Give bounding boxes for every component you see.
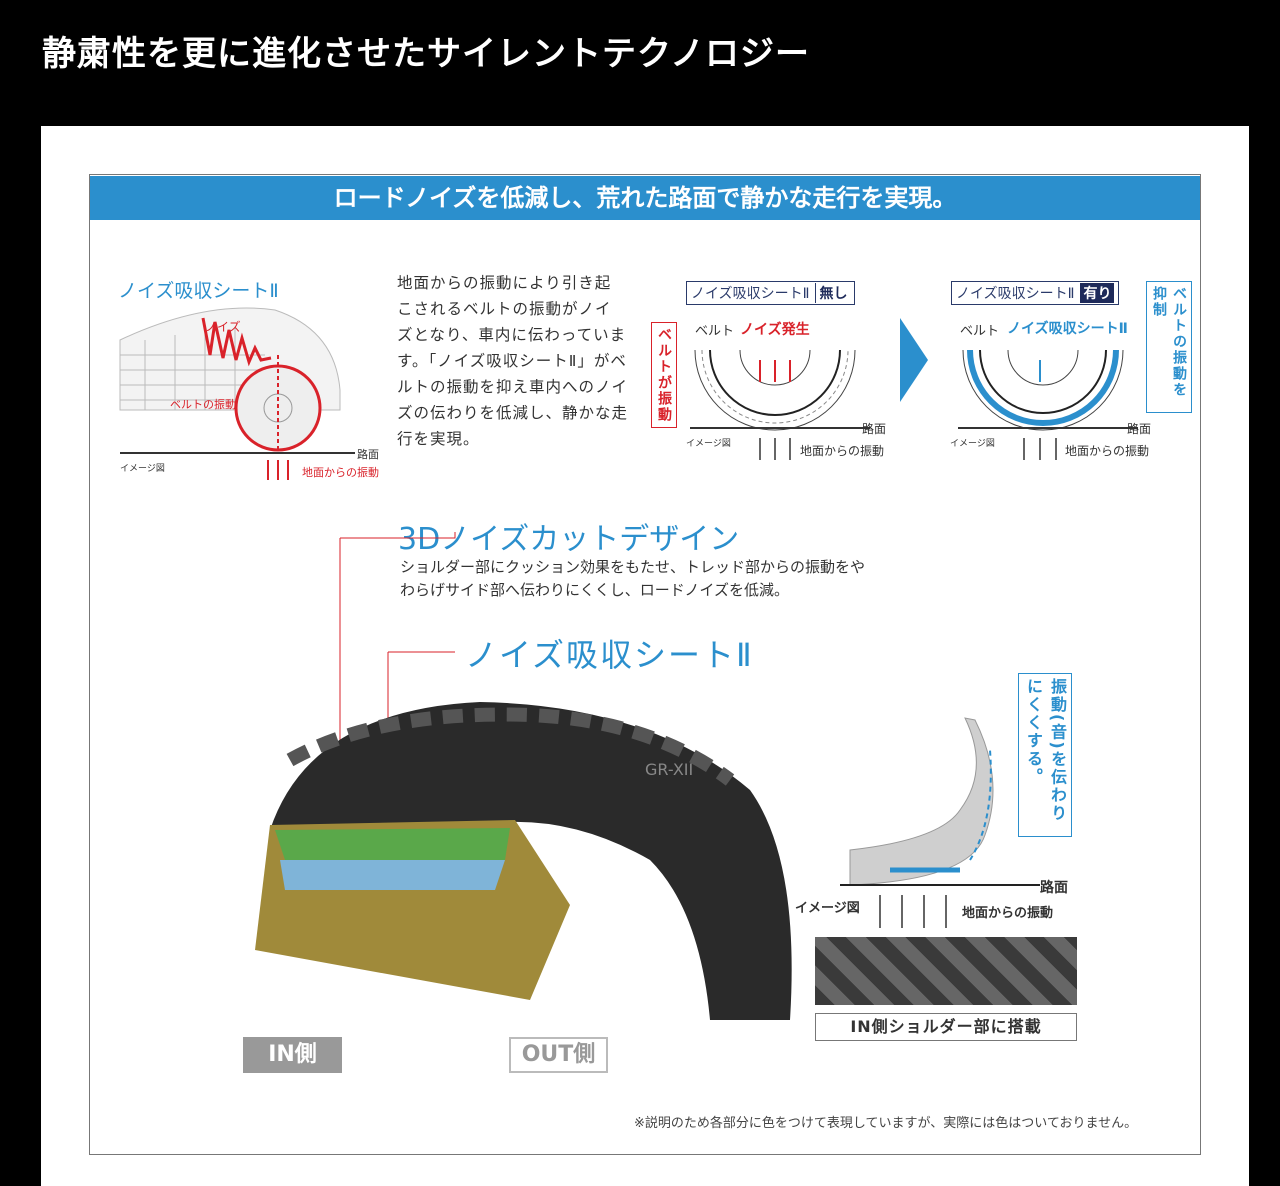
without-sheet-tag: ノイズ吸収シートⅡ 無し (686, 281, 856, 305)
in-side-label: IN側 (243, 1037, 342, 1073)
image-note: イメージ図 (795, 901, 860, 916)
banner-headline: ロードノイズを低減し、荒れた路面で静かな走行を実現。 (90, 176, 1200, 220)
sheet-label: ノイズ吸収シートⅡ (1007, 321, 1128, 337)
road-label: 路面 (357, 448, 379, 461)
road-label: 路面 (862, 422, 887, 436)
feature-3d-line: わらげサイド部へ伝わりにくくし、ロードノイズを低減。 (400, 581, 789, 599)
belt-label: ベルト (695, 324, 735, 339)
with-sheet-diagram (958, 349, 1138, 460)
car-vibration-illustration (119, 307, 355, 480)
arrow-right-icon (900, 318, 928, 402)
description-line: ルトの振動を抑え車内へのノイ (397, 378, 629, 396)
shoulder-caption: IN側ショルダー部に搭載 (815, 1013, 1077, 1041)
description-line: す。「ノイズ吸収シートⅡ」がベ (397, 352, 627, 370)
tag-state: 無し (815, 283, 850, 303)
page-title: 静粛性を更に進化させたサイレントテクノロジー (42, 34, 810, 74)
ground-vibration-label: 地面からの振動 (800, 444, 885, 458)
image-note: イメージ図 (950, 439, 995, 449)
tag-state: 有り (1080, 283, 1115, 303)
description-line: こされるベルトの振動がノイ (397, 300, 612, 318)
description-line: ズの伝わりを低減し、静かな走 (397, 404, 629, 422)
noise-label: ノイズ (205, 320, 241, 334)
feature-sheet-title: ノイズ吸収シートⅡ (465, 636, 754, 674)
description-line: ズとなり、車内に伝わっていま (397, 326, 627, 344)
feature-3d-title: 3Dノイズカットデザイン (398, 522, 740, 557)
tag-label: ノイズ吸収シートⅡ (956, 286, 1075, 302)
description-line: 行を実現。 (397, 430, 480, 448)
out-side-label: OUT側 (509, 1037, 608, 1073)
belt-vibration-label: ベルトの振動 (170, 398, 236, 411)
belt-vibrates-note: ベルトが振動 (651, 322, 677, 428)
suppress-vibration-note: ベルトの振動を抑制 (1146, 281, 1192, 413)
without-sheet-diagram (690, 349, 870, 460)
image-note: イメージ図 (120, 464, 165, 474)
shoulder-section-diagram (840, 717, 1040, 928)
footnote: ※説明のため各部分に色をつけて表現していますが、実際には色はついておりません。 (634, 1116, 1138, 1131)
car-diagram-title: ノイズ吸収シートⅡ (118, 280, 279, 302)
ground-vibration-label: 地面からの振動 (1065, 444, 1150, 458)
ground-vibration-label: 地面からの振動 (302, 466, 379, 479)
noise-generated-label: ノイズ発生 (740, 322, 810, 338)
belt-label: ベルト (960, 324, 1000, 339)
feature-3d-line: ショルダー部にクッション効果をもたせ、トレッド部からの振動をや (400, 558, 866, 576)
road-label: 路面 (1040, 880, 1068, 896)
ground-vibration-label: 地面からの振動 (962, 906, 1054, 921)
road-label: 路面 (1127, 422, 1152, 436)
tire-brand-text: GR-XII (645, 760, 693, 779)
tag-label: ノイズ吸収シートⅡ (691, 286, 810, 302)
description: 地面からの振動により引き起 こされるベルトの振動がノイ ズとなり、車内に伝わって… (397, 270, 628, 452)
shoulder-pattern-image (815, 937, 1077, 1005)
shoulder-callout: 振動(音)を伝わりにくくする。 (1018, 673, 1072, 837)
image-note: イメージ図 (686, 439, 731, 449)
feature-3d-description: ショルダー部にクッション効果をもたせ、トレッド部からの振動をや わらげサイド部へ… (400, 556, 865, 602)
description-line: 地面からの振動により引き起 (397, 274, 612, 292)
with-sheet-tag: ノイズ吸収シートⅡ 有り (951, 281, 1120, 305)
tire-cutaway-illustration: GR-XII (255, 532, 792, 1020)
